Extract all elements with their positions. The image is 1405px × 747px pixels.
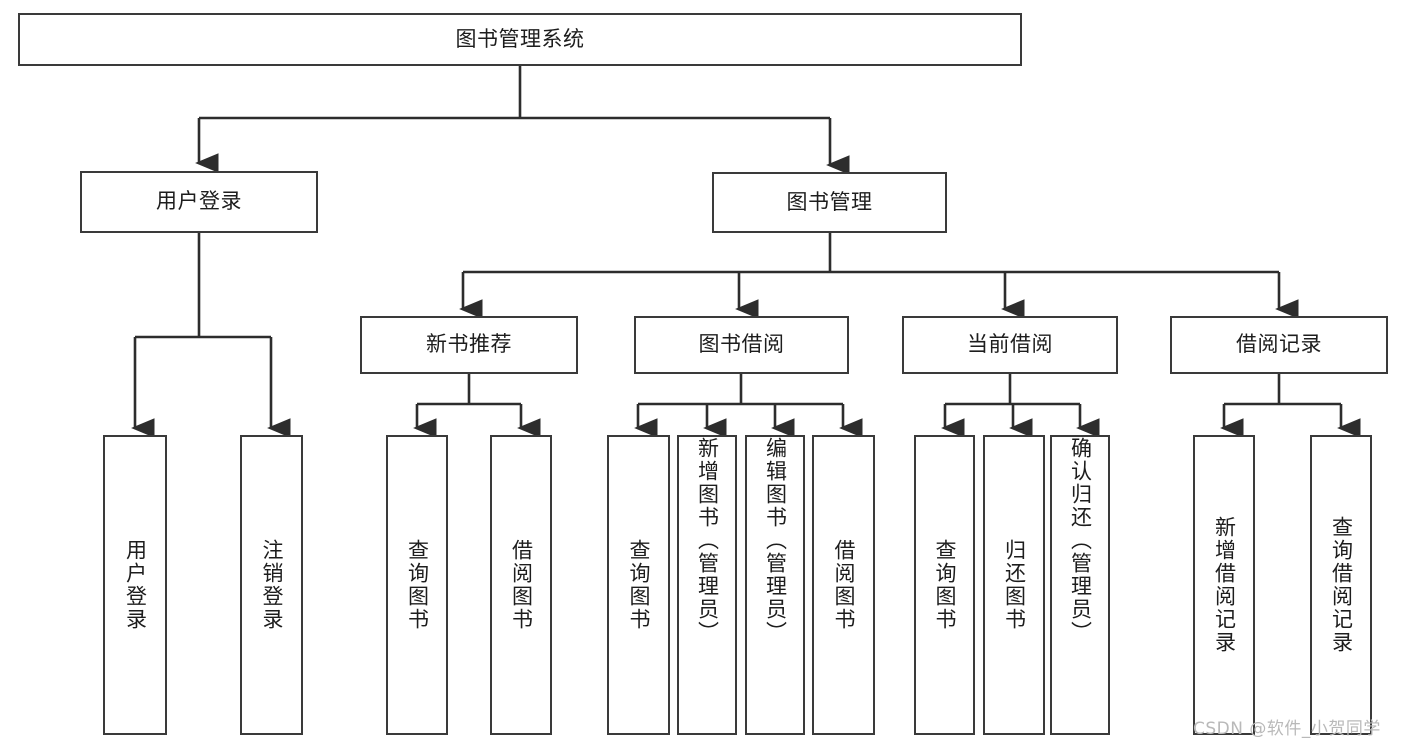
node-new-book-recommend[interactable]: 新书推荐 (360, 316, 578, 374)
node-borrow-record[interactable]: 借阅记录 (1170, 316, 1388, 374)
node-book-manage[interactable]: 图书管理 (712, 172, 947, 233)
node-book-manage-label: 图书管理 (786, 189, 873, 214)
node-leaf-query-book-1[interactable]: 查询图书 (386, 435, 448, 735)
node-leaf-query-book-2[interactable]: 查询图书 (607, 435, 670, 735)
node-leaf-borrow-book-1-label: 借阅图书 (509, 539, 534, 631)
node-user-login-label: 用户登录 (156, 189, 242, 214)
node-leaf-return-book[interactable]: 归还图书 (983, 435, 1045, 735)
node-leaf-query-book-3-label: 查询图书 (933, 539, 957, 631)
node-leaf-query-book-2-label: 查询图书 (627, 539, 651, 631)
node-borrow-record-label: 借阅记录 (1236, 332, 1322, 357)
node-leaf-query-book-3[interactable]: 查询图书 (914, 435, 975, 735)
node-leaf-borrow-book-1[interactable]: 借阅图书 (490, 435, 552, 735)
node-leaf-confirm-return-label: 确认归还（管理员） (1068, 437, 1093, 644)
node-leaf-user-logout[interactable]: 注销登录 (240, 435, 303, 735)
node-leaf-query-record[interactable]: 查询借阅记录 (1310, 435, 1372, 735)
node-leaf-edit-book-label: 编辑图书（管理员） (763, 437, 788, 644)
node-root[interactable]: 图书管理系统 (18, 13, 1022, 66)
node-user-login[interactable]: 用户登录 (80, 171, 318, 233)
node-leaf-user-login-label: 用户登录 (123, 539, 148, 631)
node-leaf-add-record-label: 新增借阅记录 (1212, 516, 1237, 654)
node-leaf-add-record[interactable]: 新增借阅记录 (1193, 435, 1255, 735)
node-leaf-query-book-1-label: 查询图书 (405, 539, 430, 631)
csdn-watermark: CSDN @软件_小贺同学 (1193, 719, 1381, 739)
node-leaf-confirm-return[interactable]: 确认归还（管理员） (1050, 435, 1110, 735)
node-new-book-recommend-label: 新书推荐 (426, 332, 512, 357)
node-leaf-borrow-book-2[interactable]: 借阅图书 (812, 435, 875, 735)
node-leaf-edit-book[interactable]: 编辑图书（管理员） (745, 435, 805, 735)
node-leaf-user-logout-label: 注销登录 (260, 539, 284, 631)
node-current-borrow[interactable]: 当前借阅 (902, 316, 1118, 374)
node-leaf-add-book[interactable]: 新增图书（管理员） (677, 435, 737, 735)
node-leaf-query-record-label: 查询借阅记录 (1329, 516, 1354, 654)
node-leaf-add-book-label: 新增图书（管理员） (695, 437, 720, 644)
node-current-borrow-label: 当前借阅 (967, 332, 1053, 357)
node-book-borrow-label: 图书借阅 (698, 332, 785, 357)
node-leaf-return-book-label: 归还图书 (1002, 539, 1027, 631)
node-book-borrow[interactable]: 图书借阅 (634, 316, 849, 374)
node-leaf-borrow-book-2-label: 借阅图书 (832, 539, 856, 631)
node-root-label: 图书管理系统 (455, 26, 585, 51)
node-leaf-user-login[interactable]: 用户登录 (103, 435, 167, 735)
